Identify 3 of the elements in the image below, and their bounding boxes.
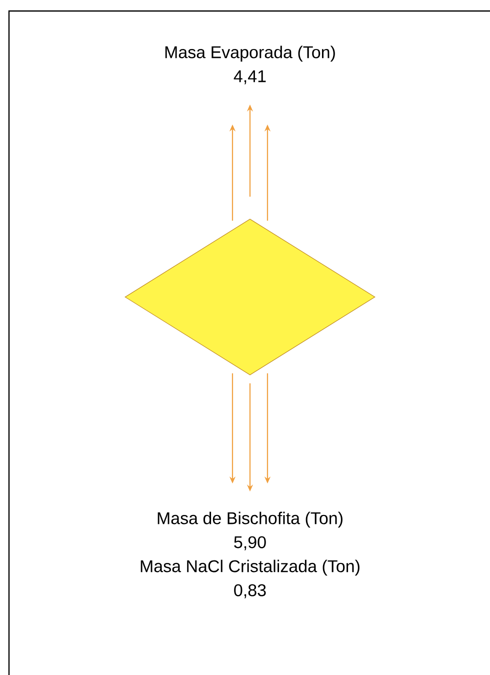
value-label: Masa Evaporada (Ton) 4,41 <box>165 46 335 84</box>
process-diamond <box>124 218 376 376</box>
value-label: Masa de Bischofita (Ton) 5,90 Masa NaCl Cristalizada (Ton) 0,83 <box>140 512 360 598</box>
